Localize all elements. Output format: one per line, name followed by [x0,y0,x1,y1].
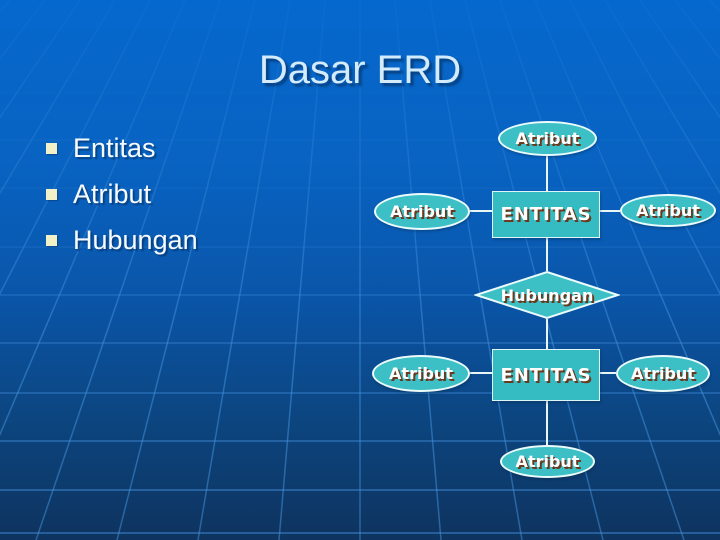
connector-line [546,319,548,350]
attribute-ellipse: Atribut [372,355,470,392]
bullet-label: Hubungan [73,225,198,255]
square-bullet-icon [46,235,57,246]
bullet-list: Entitas Atribut Hubungan [40,132,340,270]
connector-line [546,156,548,191]
attribute-label: Atribut [631,364,695,383]
attribute-ellipse: Atribut [616,355,710,392]
attribute-label: Atribut [389,364,453,383]
bullet-item: Hubungan [40,224,340,270]
attribute-ellipse: Atribut [500,445,595,478]
square-bullet-icon [46,189,57,200]
connector-line [470,210,492,212]
square-bullet-icon [46,143,57,154]
connector-line [546,401,548,445]
connector-line [546,238,548,271]
attribute-label: Atribut [636,201,700,220]
attribute-ellipse: Atribut [374,193,470,230]
connector-line [600,210,620,212]
relationship-label: Hubungan [500,285,594,305]
relationship-diamond: Hubungan [474,270,620,320]
connector-line [600,372,616,374]
attribute-label: Atribut [390,202,454,221]
diamond-shape [474,270,620,320]
entity-label: ENTITAS [500,204,592,225]
bullet-label: Atribut [73,179,152,209]
bullet-item: Entitas [40,132,340,178]
attribute-label: Atribut [515,452,580,471]
entity-rectangle: ENTITAS [492,191,600,238]
slide-title: Dasar ERD [258,48,462,92]
connector-line [470,372,492,374]
bullet-item: Atribut [40,178,340,224]
bullet-label: Entitas [73,133,156,163]
attribute-label: Atribut [515,129,580,148]
entity-rectangle: ENTITAS [492,349,600,401]
attribute-ellipse: Atribut [498,121,597,156]
attribute-ellipse: Atribut [620,194,716,227]
entity-label: ENTITAS [500,364,592,386]
